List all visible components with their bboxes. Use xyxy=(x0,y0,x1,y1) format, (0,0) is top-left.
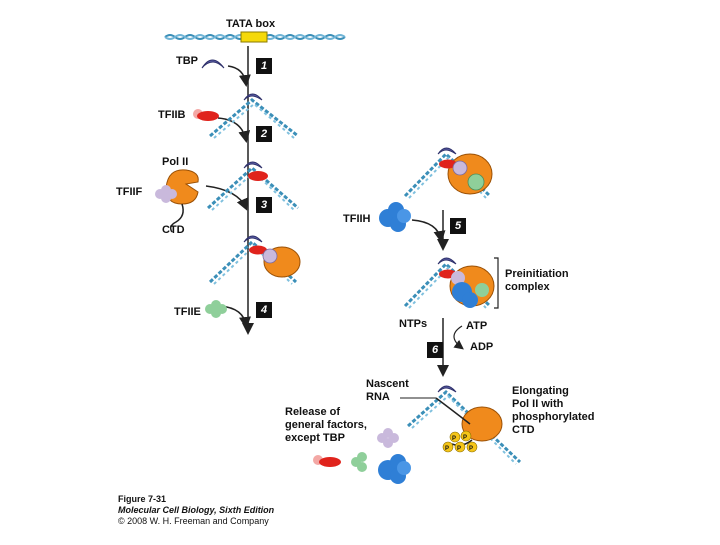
step-5-badge: 5 xyxy=(450,218,466,234)
arrow-tbp-in xyxy=(227,65,251,87)
phosphate-label: P xyxy=(452,436,456,442)
step-1-badge: 1 xyxy=(256,58,272,74)
label-pol-ii: Pol II xyxy=(162,156,189,168)
tfiie-bound-5 xyxy=(475,283,489,297)
released-tfiif xyxy=(377,428,399,448)
phosphate-label: P xyxy=(445,446,449,452)
tata-box xyxy=(240,31,268,43)
tbp-bound-3 xyxy=(243,235,263,243)
label-preinitiation-complex: Preinitiation complex xyxy=(505,268,569,293)
step-3-badge: 3 xyxy=(256,197,272,213)
released-tfiih xyxy=(378,454,411,484)
nascent-rna-strand xyxy=(435,397,471,425)
label-ctd: CTD xyxy=(162,224,185,236)
tfiif-bound-3 xyxy=(262,248,278,264)
label-tfiih: TFIIH xyxy=(343,213,371,225)
tfiif-free xyxy=(155,185,177,203)
tfiie-bound-4 xyxy=(467,173,485,191)
phosphate-label: P xyxy=(463,435,467,441)
tfiib-bound-4 xyxy=(439,159,457,169)
arrow-tfiih-in xyxy=(411,219,446,243)
tfiib-bound-3 xyxy=(249,245,267,255)
step-2-badge: 2 xyxy=(256,126,272,142)
tbp-bound-2 xyxy=(243,161,263,169)
label-ntps: NTPs xyxy=(399,318,428,330)
label-tata-box: TATA box xyxy=(226,18,276,30)
tfiib-free xyxy=(193,109,219,121)
tbp-free xyxy=(201,59,225,69)
tfiif-bound-5 xyxy=(451,271,465,285)
ctd-tail-free xyxy=(169,203,184,233)
arrow-atp-adp xyxy=(453,325,464,350)
tfiie-free xyxy=(205,300,227,318)
step-4-badge: 4 xyxy=(256,302,272,318)
released-tfiie xyxy=(351,452,367,472)
tfiif-bound-4 xyxy=(452,160,468,176)
arrow-tfiib-in xyxy=(217,117,251,143)
polii-bound-4 xyxy=(447,153,493,195)
phosphate-label: P xyxy=(457,446,461,452)
dna-bent-1 xyxy=(209,98,299,139)
tbp-bound-4 xyxy=(437,147,457,155)
polii-elongating xyxy=(461,406,503,442)
released-tfiib xyxy=(313,455,341,467)
tbp-bound-1 xyxy=(243,93,263,101)
label-nascent-rna: Nascent RNA xyxy=(366,378,409,403)
tfiih-bound-5 xyxy=(452,282,478,308)
label-tfiie: TFIIE xyxy=(174,306,201,318)
tfiib-bound-2 xyxy=(248,171,268,181)
tbp-bound-5 xyxy=(437,257,457,265)
label-elongating-pol-ii: Elongating Pol II with phosphorylated CT… xyxy=(512,385,595,436)
label-adp: ADP xyxy=(470,341,494,353)
arrow-polii-in xyxy=(205,185,248,211)
phosphate-group: P P P P P xyxy=(442,430,478,453)
tfiih-free xyxy=(379,202,411,232)
preinitiation-bracket xyxy=(494,257,499,309)
caption-book: Molecular Cell Biology, Sixth Edition xyxy=(118,505,275,515)
label-tbp: TBP xyxy=(176,55,198,67)
tbp-bound-6 xyxy=(437,385,457,393)
caption-figure: Figure 7-31 xyxy=(118,494,167,504)
step-6-badge: 6 xyxy=(427,342,443,358)
label-tfiib: TFIIB xyxy=(158,109,186,121)
dna-bent-6 xyxy=(406,389,522,465)
label-tfiif: TFIIF xyxy=(116,186,143,198)
caption-copyright: © 2008 W. H. Freeman and Company xyxy=(118,516,269,526)
phosphate-label: P xyxy=(469,446,473,452)
label-release-factors: Release of general factors, except TBP xyxy=(285,406,367,444)
label-atp: ATP xyxy=(466,320,488,332)
